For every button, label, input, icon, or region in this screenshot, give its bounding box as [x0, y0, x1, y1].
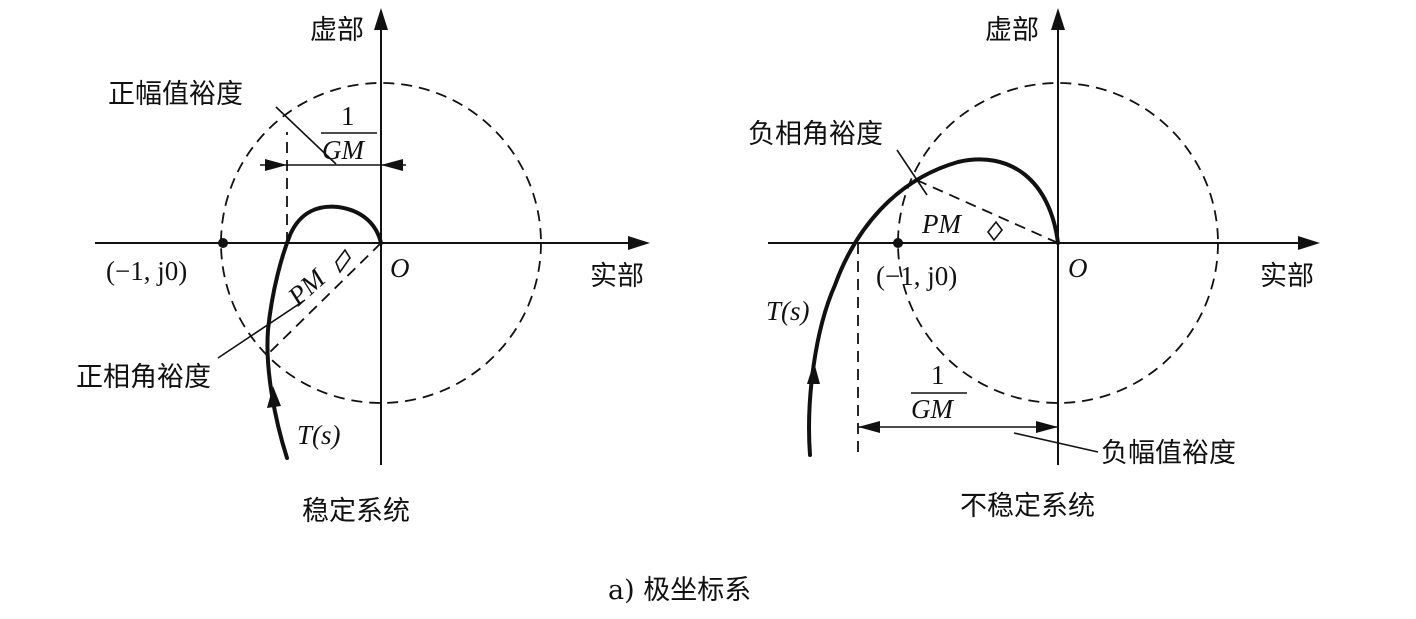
right-gm-denominator: GM [911, 394, 954, 424]
figure-caption: a) 极坐标系 [608, 575, 751, 606]
right-pm-angle-mark [986, 220, 1004, 242]
left-real-axis-arrow [628, 236, 650, 250]
right-gm-leader [1013, 432, 1099, 453]
left-panel: 虚部 实部 O (−1, j0) 正幅值裕度 1 GM PM 正相角裕度 T(s… [76, 8, 650, 527]
left-imag-axis-arrow [374, 8, 388, 30]
left-caption: 稳定系统 [302, 496, 410, 527]
left-origin-label: O [390, 253, 410, 283]
left-pm-label: PM [281, 262, 332, 312]
right-imag-axis-label: 虚部 [985, 15, 1039, 46]
left-pm-leader [217, 299, 306, 359]
right-origin-label: O [1068, 253, 1088, 283]
right-panel: 虚部 实部 O (−1, j0) 负相角裕度 PM T(s) 1 GM 负幅值裕… [748, 8, 1320, 522]
right-pm-radius-line [911, 177, 1059, 244]
right-imag-axis-arrow [1051, 8, 1065, 30]
right-pm-leader [896, 149, 928, 196]
right-unit-circle [897, 82, 1219, 404]
right-gm-numerator: 1 [931, 360, 945, 390]
right-phase-margin-label: 负相角裕度 [748, 119, 883, 150]
right-minus-one-point [893, 238, 903, 248]
left-point-label: (−1, j0) [106, 256, 187, 286]
right-pm-label: PM [921, 209, 962, 239]
left-gain-margin-label: 正幅值裕度 [108, 79, 243, 110]
left-curve-arrow [267, 386, 281, 408]
left-pm-angle-mark [335, 248, 351, 274]
right-real-axis-label: 实部 [1260, 261, 1314, 292]
left-gm-arrow-left [381, 159, 403, 171]
right-real-axis-arrow [1298, 236, 1320, 250]
left-gm-denominator: GM [322, 135, 365, 165]
right-caption: 不稳定系统 [960, 491, 1095, 522]
left-minus-one-point [218, 238, 228, 248]
right-curve-arrow [807, 362, 820, 384]
left-unit-circle [220, 82, 542, 404]
left-imag-axis-label: 虚部 [310, 15, 364, 46]
right-point-label: (−1, j0) [876, 261, 957, 291]
left-gm-numerator: 1 [341, 101, 355, 131]
right-gain-margin-label: 负幅值裕度 [1101, 438, 1236, 469]
left-curve-label: T(s) [297, 420, 341, 450]
left-real-axis-label: 实部 [590, 261, 644, 292]
left-phase-margin-label: 正相角裕度 [76, 362, 211, 393]
left-nyquist-curve [265, 204, 383, 460]
left-pm-radius-line [265, 242, 382, 357]
left-gm-leader [275, 106, 337, 165]
right-gm-arrow-left [858, 421, 880, 433]
right-curve-label: T(s) [766, 296, 810, 326]
right-gm-arrow-right [1036, 421, 1058, 433]
left-gm-arrow-right [265, 159, 287, 171]
